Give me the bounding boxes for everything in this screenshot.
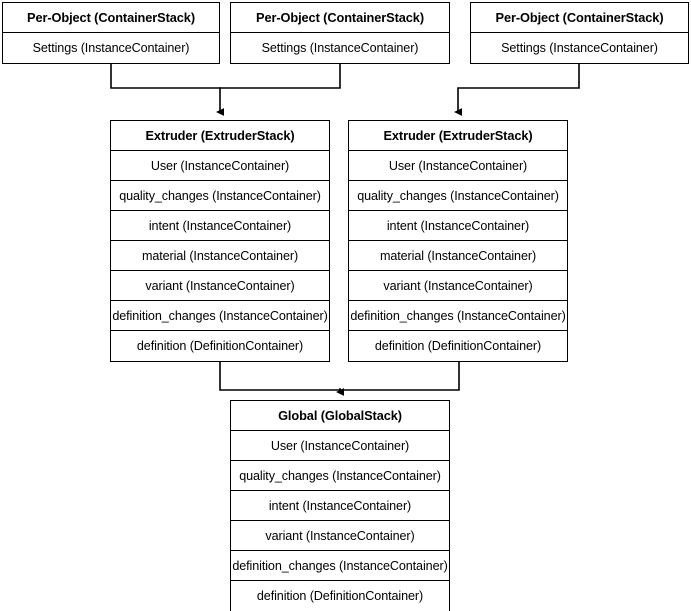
node-extruder-2-row-material: material (InstanceContainer): [349, 241, 567, 271]
node-extruder-1-row-material: material (InstanceContainer): [111, 241, 329, 271]
node-global-stack-row-definition-changes: definition_changes (InstanceContainer): [231, 551, 449, 581]
node-per-object-2[interactable]: Per-Object (ContainerStack) Settings (In…: [230, 2, 450, 64]
node-per-object-3-header: Per-Object (ContainerStack): [471, 3, 688, 33]
node-per-object-1[interactable]: Per-Object (ContainerStack) Settings (In…: [2, 2, 220, 64]
node-extruder-2-row-intent: intent (InstanceContainer): [349, 211, 567, 241]
node-extruder-2-row-definition-changes: definition_changes (InstanceContainer): [349, 301, 567, 331]
node-extruder-1[interactable]: Extruder (ExtruderStack) User (InstanceC…: [110, 120, 330, 362]
node-global-stack-row-user: User (InstanceContainer): [231, 431, 449, 461]
edge-perobject3-to-extruder-2: [454, 57, 580, 116]
node-extruder-1-row-definition: definition (DefinitionContainer): [136, 339, 304, 353]
node-extruder-2-row-quality-changes: quality_changes (InstanceContainer): [349, 181, 567, 211]
node-extruder-1-row-quality-changes: quality_changes (InstanceContainer): [111, 181, 329, 211]
node-per-object-1-header: Per-Object (ContainerStack): [3, 3, 219, 33]
node-extruder-2[interactable]: Extruder (ExtruderStack) User (InstanceC…: [348, 120, 568, 362]
node-extruder-2-row-user: User (InstanceContainer): [349, 151, 567, 181]
node-global-stack-header: Global (GlobalStack): [231, 401, 449, 431]
node-per-object-1-row-settings: Settings (InstanceContainer): [32, 41, 190, 55]
node-per-object-3-row-settings: Settings (InstanceContainer): [501, 41, 658, 55]
edge-extruder1-extruder2-join: [219, 359, 460, 391]
node-extruder-1-row-user: User (InstanceContainer): [111, 151, 329, 181]
node-extruder-2-row-definition: definition (DefinitionContainer): [374, 339, 542, 353]
node-global-stack-row-quality-changes: quality_changes (InstanceContainer): [231, 461, 449, 491]
node-extruder-2-row-variant: variant (InstanceContainer): [349, 271, 567, 301]
node-global-stack-row-definition: definition (DefinitionContainer): [256, 589, 424, 603]
node-global-stack-row-variant: variant (InstanceContainer): [231, 521, 449, 551]
node-extruder-1-row-definition-changes: definition_changes (InstanceContainer): [111, 301, 329, 331]
node-per-object-2-row-settings: Settings (InstanceContainer): [261, 41, 419, 55]
node-per-object-3[interactable]: Per-Object (ContainerStack) Settings (In…: [470, 2, 689, 64]
node-extruder-2-header: Extruder (ExtruderStack): [349, 121, 567, 151]
node-extruder-1-header: Extruder (ExtruderStack): [111, 121, 329, 151]
node-extruder-1-row-intent: intent (InstanceContainer): [111, 211, 329, 241]
node-global-stack[interactable]: Global (GlobalStack) User (InstanceConta…: [230, 400, 450, 611]
node-per-object-2-header: Per-Object (ContainerStack): [231, 3, 449, 33]
node-extruder-1-row-variant: variant (InstanceContainer): [111, 271, 329, 301]
node-global-stack-row-intent: intent (InstanceContainer): [231, 491, 449, 521]
